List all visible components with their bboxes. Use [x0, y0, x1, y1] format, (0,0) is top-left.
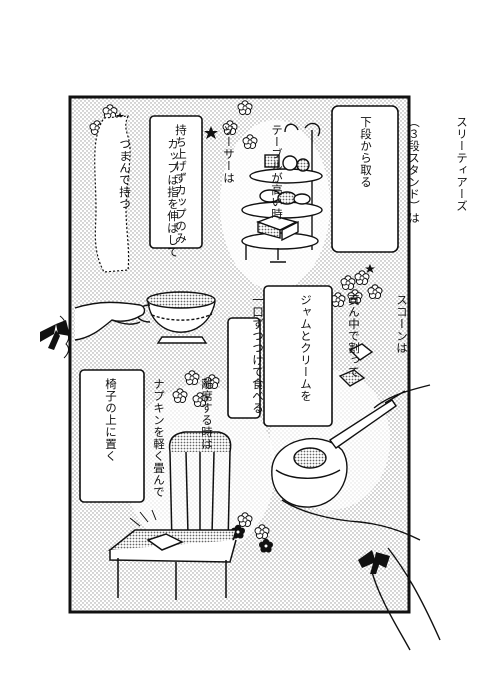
black-bow-left: [40, 315, 70, 359]
three-tier-stand-illustration: [241, 122, 323, 263]
teacup-illustration: [74, 291, 216, 344]
caption-napkin: 離席する時は ナプキンを軽く畳んで 椅子の上に置く: [104, 378, 214, 498]
caption-table-height: テーブルが高い時 ソーサーは 持ち上げずカップのみ: [174, 124, 284, 244]
caption-three-tiers: スリーティアーズ （３段スタンド）は 下段から取る: [359, 116, 469, 224]
caption-scone: スコーンは 真ん中で割って ジャムとクリームを 一口ずつつけて食べる: [251, 294, 409, 414]
black-bow-right: [358, 550, 390, 574]
scone-illustration: [271, 343, 431, 541]
chair-illustration: [107, 431, 237, 600]
caption-cup-fingers: カップは指を伸ばして つまんで持つ: [118, 138, 180, 258]
